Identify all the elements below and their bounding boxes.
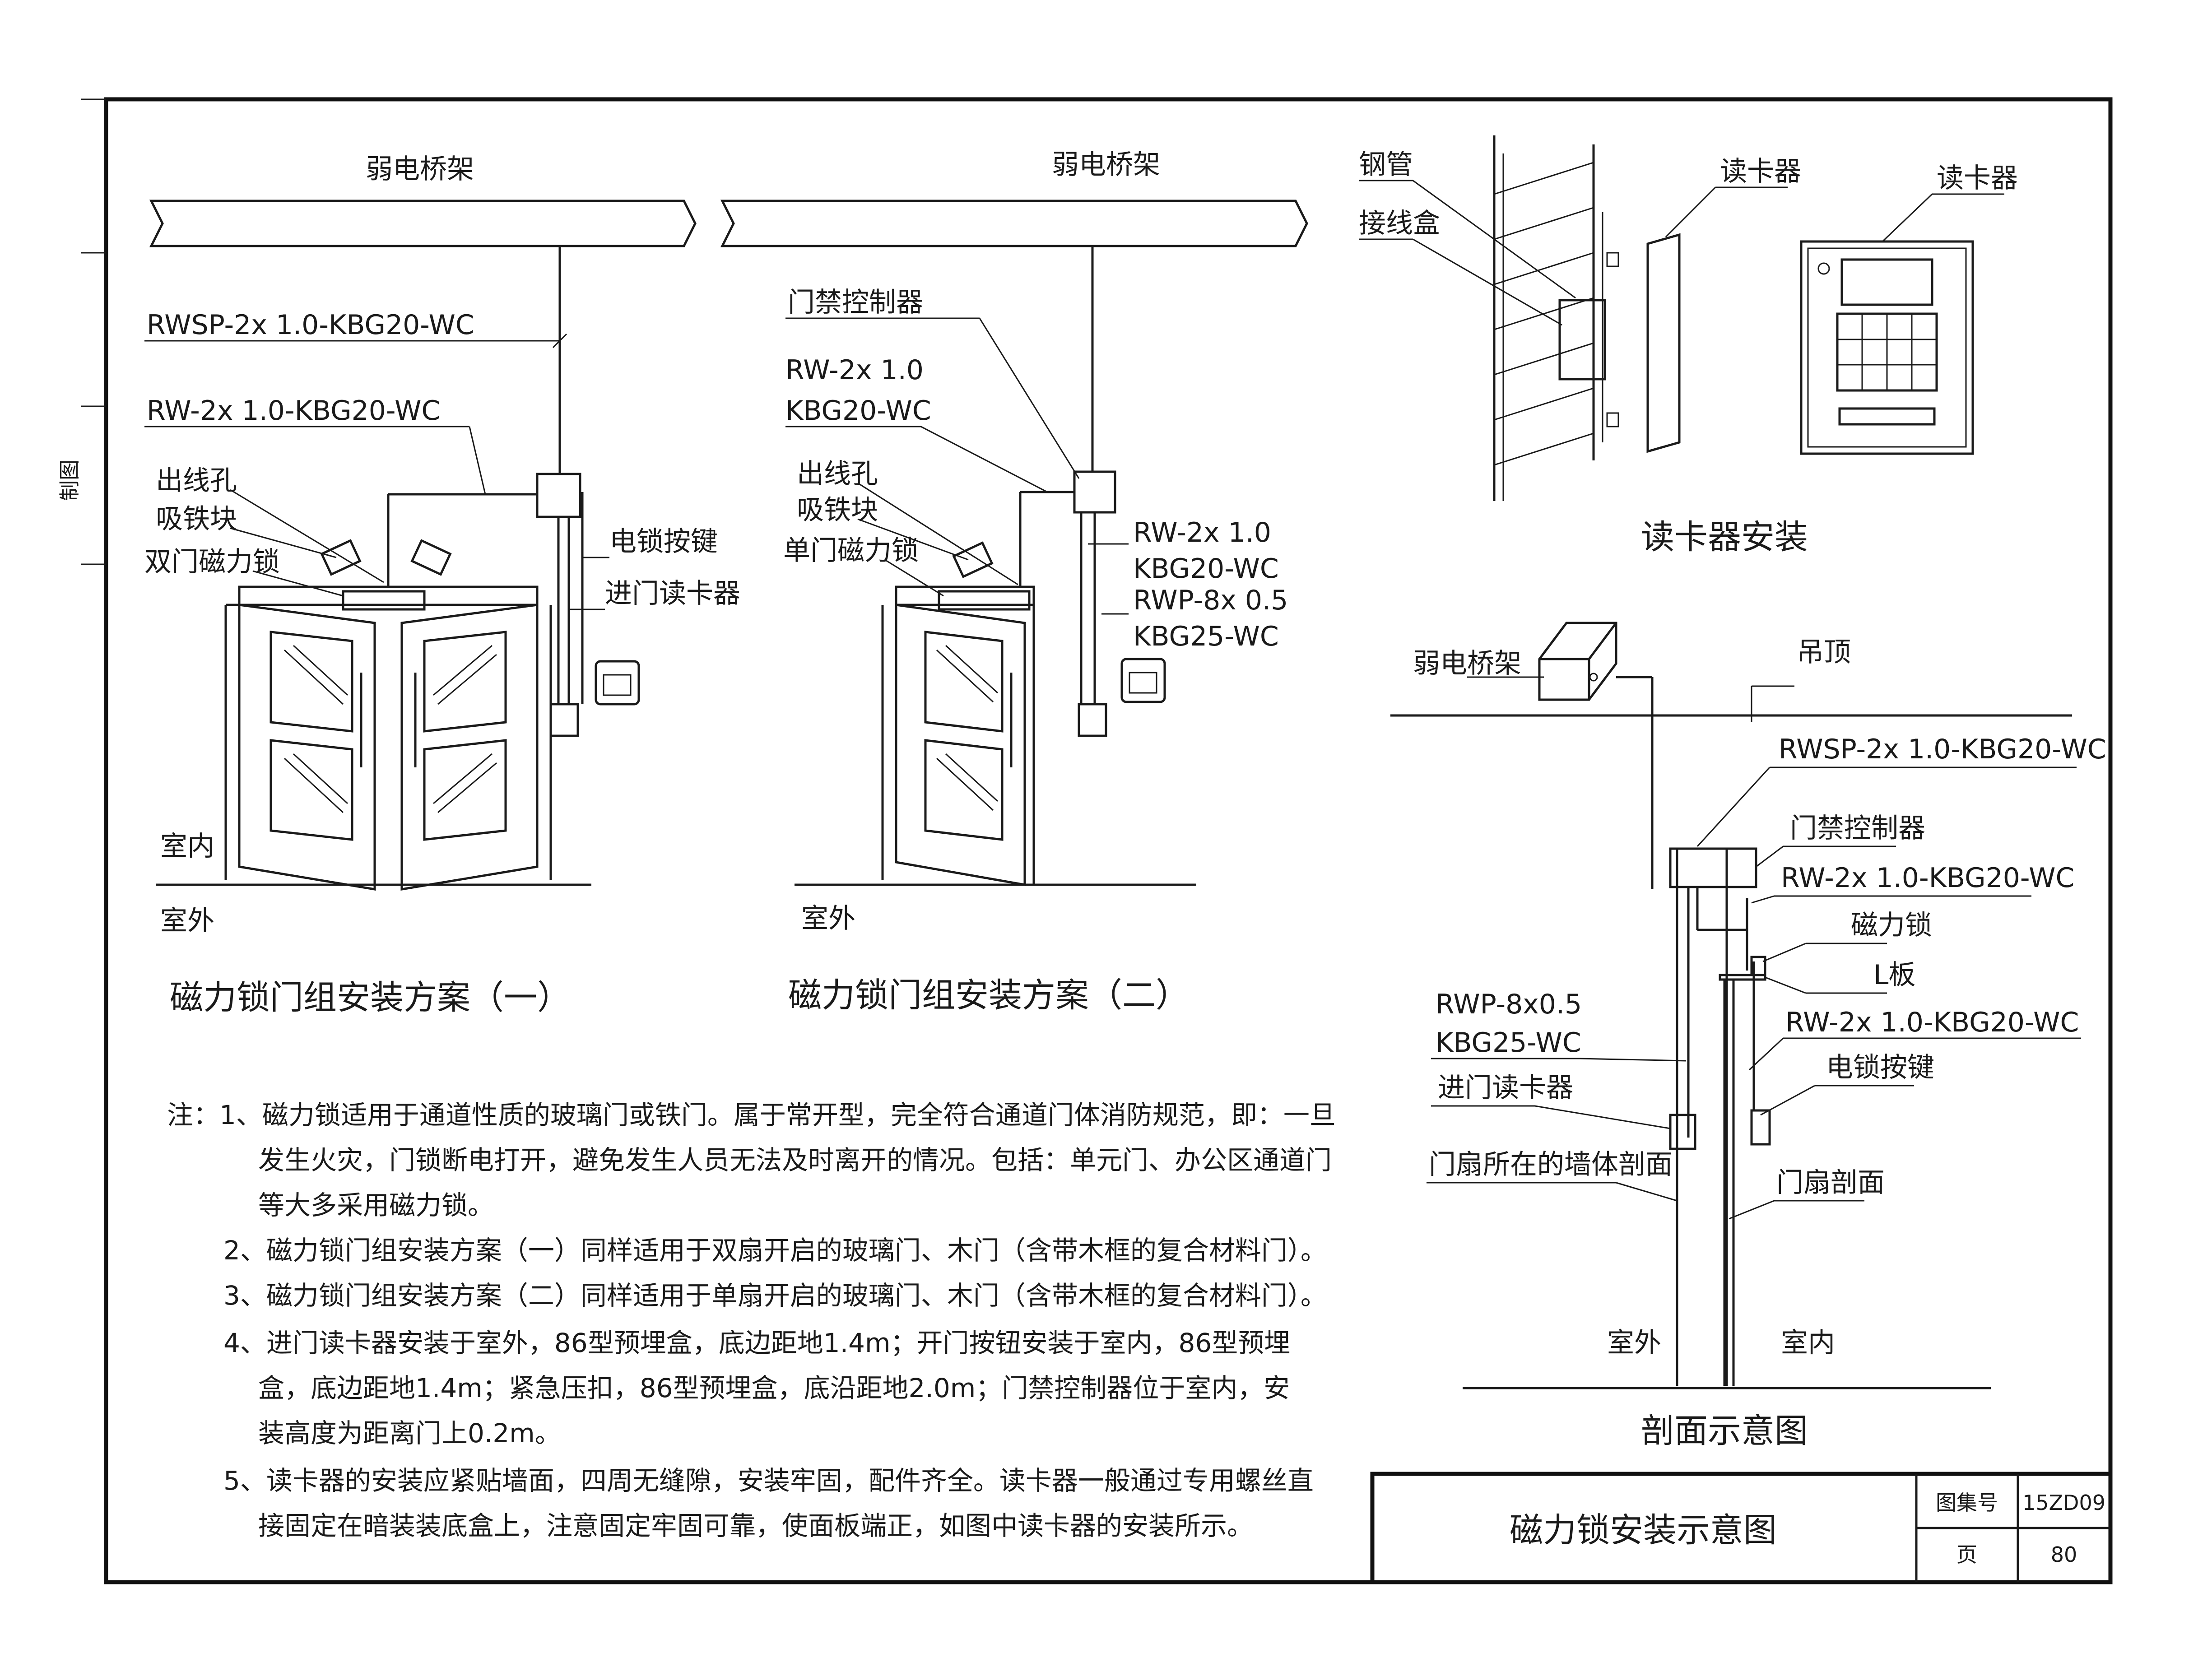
note-line: 装高度为距离门上0.2m。 (258, 1418, 561, 1449)
titleblock-atlas-value: 15ZD09 (2022, 1491, 2105, 1515)
scheme2-cable-b1-label: RW-2x 1.0 (1133, 517, 1271, 548)
titleblock-title: 磁力锁安装示意图 (1510, 1511, 1777, 1550)
note-line: 等大多采用磁力锁。 (258, 1190, 494, 1221)
scheme1-button-label: 电锁按键 (609, 526, 718, 557)
reader-front-view (1800, 240, 1974, 455)
section-reader-box (1669, 1114, 1696, 1150)
scheme2-cable-a1-label: RW-2x 1.0 (785, 354, 924, 386)
titleblock-page-value: 80 (2051, 1542, 2077, 1567)
reader-label-1: 读卡器 (1720, 156, 1801, 187)
scheme2-caption: 磁力锁门组安装方案（二） (788, 976, 1189, 1015)
reader-install-caption: 读卡器安装 (1641, 518, 1808, 557)
scheme2-controller-label: 门禁控制器 (788, 287, 923, 318)
section-controller-box (1669, 847, 1757, 888)
note-line: 2、磁力锁门组安装方案（一）同样适用于双扇开启的玻璃门、木门（含带木框的复合材料… (223, 1235, 1327, 1266)
note-line: 接固定在暗装装底盒上，注意固定牢固可靠，使面板端正，如图中读卡器的安装所示。 (258, 1510, 1253, 1541)
section-controller-label: 门禁控制器 (1790, 813, 1925, 844)
scheme2-button-box (1078, 703, 1107, 737)
scheme1-junction-box (536, 473, 581, 518)
scheme2-outlet-label: 出线孔 (797, 458, 878, 490)
section-indoor-label: 室内 (1781, 1327, 1835, 1359)
section-cable3a-label: RWP-8x0.5 (1436, 989, 1582, 1020)
scheme1-caption: 磁力锁门组安装方案（一） (170, 978, 571, 1017)
scheme2-outdoor-label: 室外 (801, 903, 855, 934)
section-cable3b-label: KBG25-WC (1436, 1027, 1581, 1059)
section-maglock-label: 磁力锁 (1851, 910, 1932, 941)
scheme2-single-lock-label: 单门磁力锁 (783, 535, 919, 567)
margin-label: 制图 (57, 460, 82, 501)
scheme1-outlet-label: 出线孔 (156, 465, 237, 497)
section-ceiling-label: 吊顶 (1797, 636, 1851, 668)
scheme1-cable1-label: RWSP-2x 1.0-KBG20-WC (147, 309, 474, 341)
reader-side-view (1646, 233, 1681, 453)
section-outdoor-label: 室外 (1607, 1327, 1661, 1359)
scheme1-button-box (549, 703, 579, 737)
scheme1-double-lock-label: 双门磁力锁 (144, 546, 280, 578)
section-wall-label: 门扇所在的墙体剖面 (1429, 1149, 1673, 1180)
reader-label-2: 读卡器 (1937, 163, 2018, 194)
scheme2-diagram: 弱电桥架 门禁控制器 RW-2x 1.0 KBG20-WC (720, 149, 1308, 1015)
note-line: 4、进门读卡器安装于室外，86型预埋盒，底边距地1.4m；开门按钮安装于室内，8… (223, 1328, 1290, 1358)
reader-junction-box-label: 接线盒 (1359, 208, 1440, 239)
scheme2-controller-box (1073, 470, 1116, 514)
scheme2-reader-device (1120, 658, 1166, 703)
scheme2-cable-b2-label: KBG20-WC (1133, 553, 1279, 585)
scheme1-outdoor-label: 室外 (160, 905, 214, 937)
scheme1-indoor-label: 室内 (160, 831, 214, 862)
scheme1-tray-label: 弱电桥架 (366, 153, 474, 185)
sheet-border (104, 97, 2113, 1584)
scheme1-diagram: 弱电桥架 RWSP-2x 1.0-KBG20-WC RW-2x 1.0-KBG2… (144, 153, 740, 1017)
scheme2-cable-c1-label: RWP-8x 0.5 (1133, 585, 1288, 616)
titleblock-page-label: 页 (1956, 1542, 1977, 1567)
scheme1-reader-label: 进门读卡器 (605, 578, 740, 609)
scheme1-armature-label: 吸铁块 (156, 503, 237, 535)
reader-junction-box (1558, 299, 1606, 381)
scheme1-cable2-label: RW-2x 1.0-KBG20-WC (147, 395, 440, 427)
scheme2-single-lock (938, 590, 1031, 611)
title-block: 磁力锁安装示意图 图集号 15ZD09 页 80 (1370, 1472, 2113, 1584)
section-door-label: 门扇剖面 (1776, 1167, 1885, 1198)
note-line: 5、读卡器的安装应紧贴墙面，四周无缝隙，安装牢固，配件齐全。读卡器一般通过专用螺… (223, 1465, 1314, 1496)
note-line: 3、磁力锁门组安装方案（二）同样适用于单扇开启的玻璃门、木门（含带木框的复合材料… (223, 1280, 1327, 1311)
scheme1-reader-device (595, 660, 640, 706)
note-line: 发生火灾，门锁断电打开，避免发生人员无法及时离开的情况。包括：单元门、办公区通道… (258, 1145, 1332, 1175)
reader-install-diagram: 钢管 接线盒 读卡器 读卡器 读卡器安装 (1359, 135, 2018, 557)
note-line: 注：1、磁力锁适用于通道性质的玻璃门或铁门。属于常开型，完全符合通道门体消防规范… (167, 1100, 1336, 1130)
notes-block: 注：1、磁力锁适用于通道性质的玻璃门或铁门。属于常开型，完全符合通道门体消防规范… (167, 1100, 1336, 1541)
section-button-label: 电锁按键 (1826, 1052, 1934, 1083)
scheme2-cable-a2-label: KBG20-WC (785, 395, 931, 427)
scheme1-double-lock (342, 590, 426, 611)
section-tray-box (1538, 622, 1617, 701)
scheme2-armature-label: 吸铁块 (797, 494, 878, 526)
reader-steel-pipe-label: 钢管 (1359, 149, 1413, 181)
titleblock-atlas-label: 图集号 (1936, 1491, 1998, 1515)
scheme2-tray-label: 弱电桥架 (1052, 149, 1160, 181)
section-lplate-label: L板 (1873, 959, 1915, 991)
note-line: 盒，底边距地1.4m；紧急压扣，86型预埋盒，底沿距地2.0m；门禁控制器位于室… (258, 1373, 1290, 1403)
section-reader-label: 进门读卡器 (1438, 1072, 1573, 1104)
section-button-box (1750, 1109, 1771, 1146)
section-cable2-label: RW-2x 1.0-KBG20-WC (1781, 862, 2074, 894)
section-diagram: 弱电桥架 吊顶 RWSP-2x 1.0-KB (1390, 622, 2106, 1450)
section-cable4-label: RW-2x 1.0-KBG20-WC (1785, 1007, 2079, 1038)
section-tray-label: 弱电桥架 (1413, 648, 1521, 679)
section-caption: 剖面示意图 (1641, 1412, 1808, 1450)
scheme2-cable-c2-label: KBG25-WC (1133, 621, 1279, 652)
section-cable1-label: RWSP-2x 1.0-KBG20-WC (1779, 734, 2106, 765)
